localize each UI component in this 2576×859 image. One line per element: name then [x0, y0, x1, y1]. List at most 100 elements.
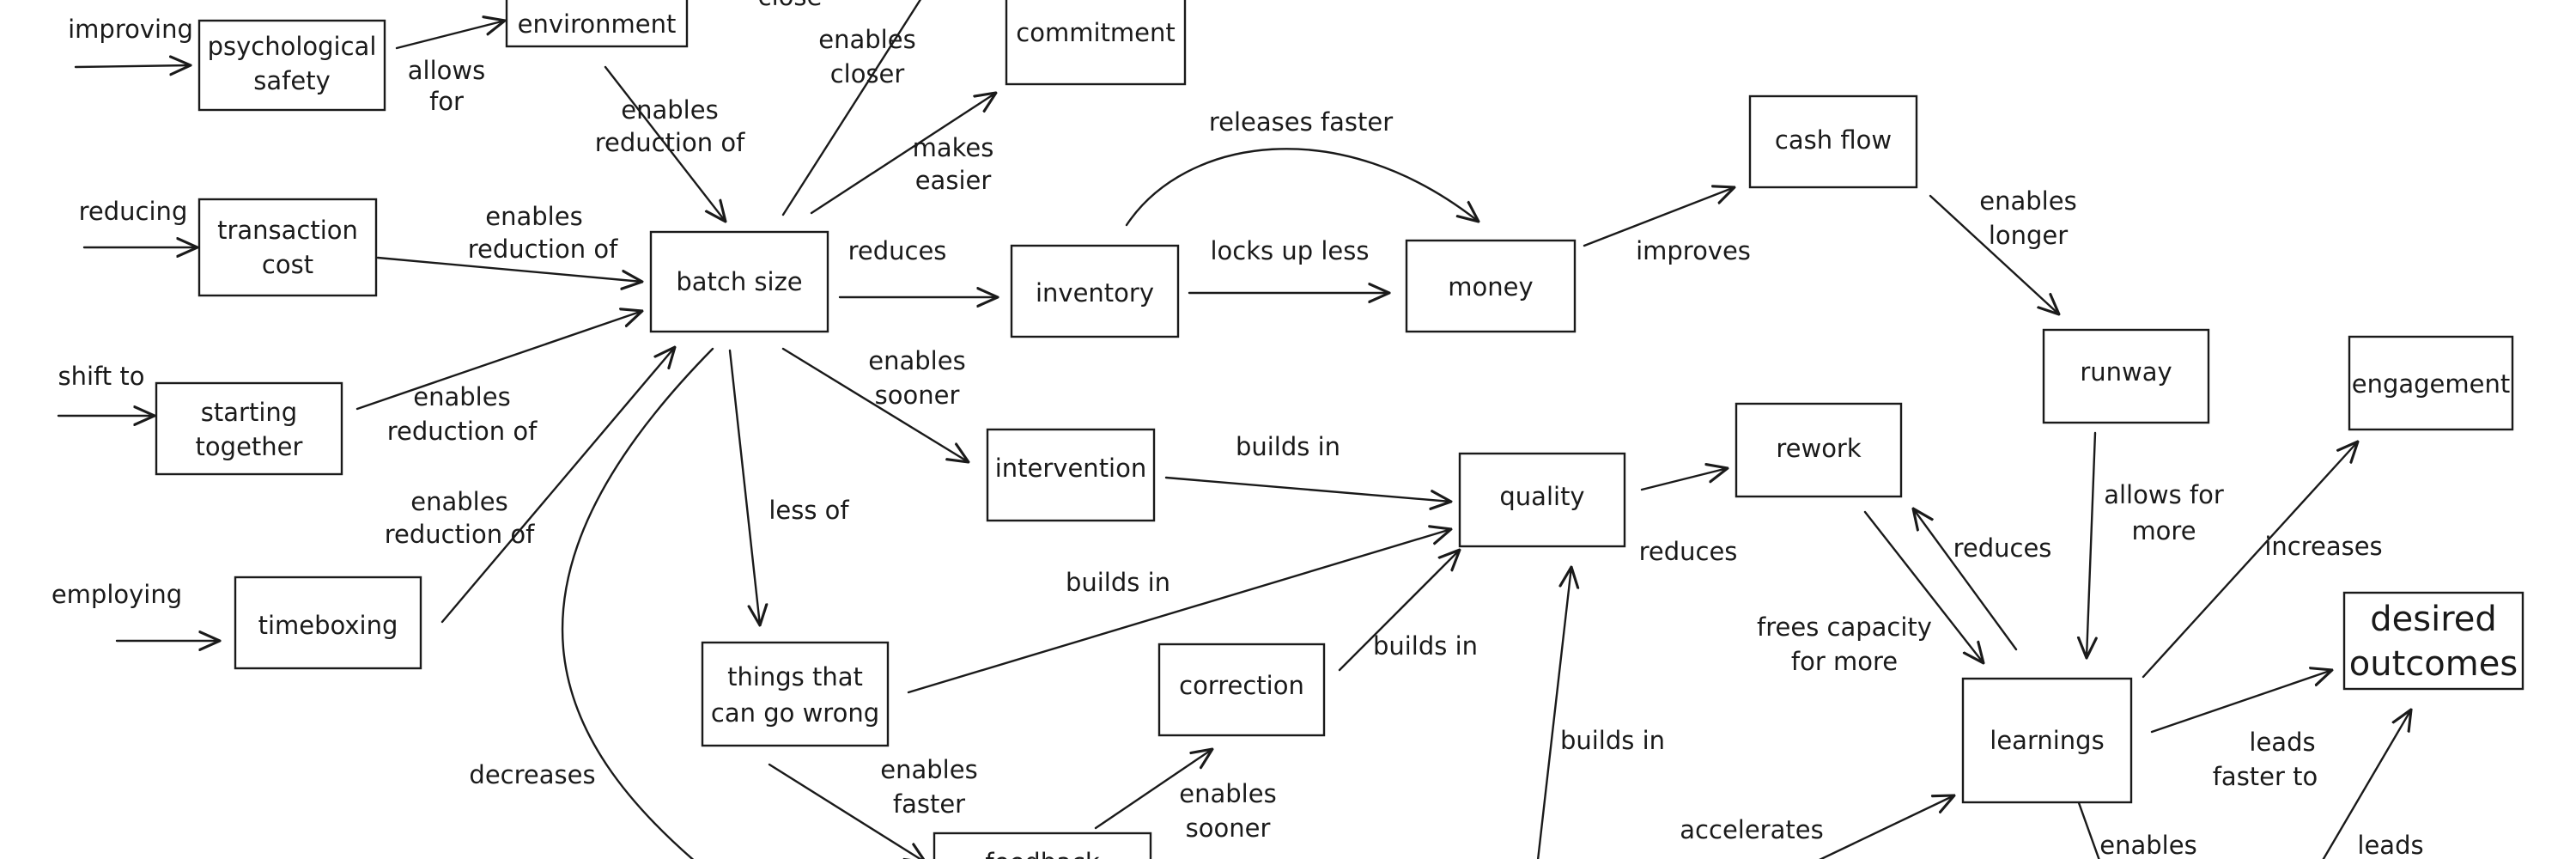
label-enables-reduction-tb: reduction of	[385, 520, 535, 549]
label-frees-capacity: frees capacity	[1757, 612, 1932, 642]
node-commitment: commitment	[1005, 0, 1187, 86]
edge-increases	[2142, 442, 2358, 679]
node-label: engagement	[2352, 369, 2511, 399]
node-quality: quality	[1458, 452, 1626, 548]
edge-makes-easier	[810, 93, 996, 215]
label-enables-sooner-int: sooner	[875, 381, 960, 410]
label-employing: employing	[52, 580, 182, 609]
node-label: desired	[2370, 600, 2497, 639]
label-leads: leads	[2357, 831, 2423, 859]
edge-enables-faster	[768, 763, 926, 859]
node-label: feedback	[985, 848, 1099, 859]
node-rework: rework	[1735, 402, 1903, 498]
node-label: commitment	[1016, 18, 1175, 47]
node-engagement: engagement	[2348, 335, 2514, 431]
edge-enables-reduction-tb	[440, 347, 675, 624]
label-reduces-back: reduces	[1953, 533, 2052, 563]
edge-leads	[2322, 710, 2411, 859]
node-money: money	[1405, 239, 1577, 333]
label-allows-for: allows	[408, 56, 485, 85]
label-locks-up-less: locks up less	[1211, 236, 1370, 265]
edge-improves	[1583, 187, 1735, 247]
label-releases-faster: releases faster	[1209, 107, 1393, 137]
edge-builds-in-corr	[1338, 550, 1460, 672]
label-enables-sooner-corr: enables	[1179, 779, 1276, 808]
node-things-that-can-go-wrong: things that can go wrong	[701, 641, 890, 747]
node-cash-flow: cash flow	[1748, 94, 1918, 189]
node-timeboxing: timeboxing	[234, 576, 422, 670]
node-correction: correction	[1157, 643, 1326, 737]
edge-builds-in-bottom	[1536, 567, 1571, 859]
node-feedback: feedback	[933, 832, 1152, 859]
label-enables-bottom: enables	[2099, 831, 2196, 859]
edge-allows-for-more	[2087, 431, 2095, 658]
label-makes-easier: makes	[913, 133, 994, 162]
label-accelerates: accelerates	[1680, 815, 1823, 844]
edge-reduces-rework	[1640, 468, 1728, 491]
label-increases: increases	[2264, 532, 2382, 561]
node-label: outcomes	[2349, 644, 2518, 684]
edge-improving	[74, 65, 191, 67]
nodes: psychological safety safe-to-fail enviro…	[155, 0, 2524, 859]
label-allows-for: for	[429, 87, 464, 116]
label-reducing: reducing	[79, 197, 188, 226]
node-psychological-safety: psychological safety	[197, 19, 386, 112]
node-label: money	[1448, 272, 1533, 302]
label-improving: improving	[68, 15, 193, 44]
node-label: safety	[253, 66, 330, 95]
label-enables-closer: closer	[830, 59, 905, 88]
node-label: transaction	[217, 216, 358, 245]
label-builds-in-bottom: builds in	[1560, 726, 1665, 755]
edge-builds-in-things	[907, 529, 1451, 694]
label-enables-reduction-st: enables	[413, 382, 510, 411]
edges	[57, 0, 2411, 859]
edge-allows-for	[395, 21, 505, 50]
label-less-of: less of	[769, 496, 849, 525]
edge-frees-capacity	[1863, 510, 1984, 663]
node-label: intervention	[995, 454, 1147, 483]
label-shift-to: shift to	[58, 362, 145, 391]
node-label: learnings	[1990, 726, 2104, 755]
node-label: starting	[201, 398, 297, 427]
label-enables-sooner-int: enables	[868, 346, 965, 375]
node-label: psychological	[208, 32, 377, 61]
edge-enables-reduction-st	[355, 311, 642, 411]
node-runway: runway	[2042, 328, 2210, 424]
label-enables-reduction-top: reduction of	[595, 128, 745, 157]
edge-leads-faster	[2150, 670, 2332, 734]
edge-builds-in-int	[1164, 476, 1451, 502]
node-safe-to-fail-environment: safe-to-fail environment	[505, 0, 689, 48]
node-label: rework	[1776, 434, 1862, 463]
label-enables-reduction-tc: enables	[485, 202, 582, 231]
node-label: correction	[1179, 671, 1304, 700]
label-enables-closer: enables	[818, 25, 915, 54]
node-starting-together: starting together	[155, 381, 343, 476]
label-allows-for-more: allows for	[2104, 480, 2224, 509]
label-enables-faster: enables	[880, 755, 977, 784]
label-leads-faster: faster to	[2213, 762, 2318, 791]
node-intervention: intervention	[986, 428, 1156, 522]
label-enables-longer: longer	[1989, 221, 2068, 250]
node-learnings: learnings	[1961, 677, 2133, 804]
node-label: safe-to-fail	[530, 0, 664, 1]
label-close: close	[758, 0, 823, 11]
label-builds-in-int: builds in	[1236, 432, 1340, 461]
label-enables-reduction-tc: reduction of	[468, 235, 618, 264]
node-inventory: inventory	[1010, 244, 1180, 338]
label-makes-easier: easier	[915, 166, 992, 195]
node-label: can go wrong	[711, 698, 879, 728]
node-transaction-cost: transaction cost	[197, 198, 378, 297]
node-label: together	[196, 432, 303, 461]
label-builds-in-things: builds in	[1066, 568, 1170, 597]
node-label: cost	[262, 250, 313, 279]
label-enables-sooner-corr: sooner	[1186, 813, 1271, 843]
edge-labels: improving allows for enables closer clos…	[52, 0, 2424, 859]
label-enables-reduction-st: reduction of	[387, 417, 538, 446]
node-label: cash flow	[1775, 125, 1892, 155]
label-reduces-rework: reduces	[1639, 537, 1738, 566]
edge-reduces-back	[1913, 509, 2018, 651]
edge-enables-sooner-corr	[1094, 749, 1212, 830]
edge-releases-faster	[1125, 148, 1479, 227]
node-label: inventory	[1036, 278, 1154, 308]
